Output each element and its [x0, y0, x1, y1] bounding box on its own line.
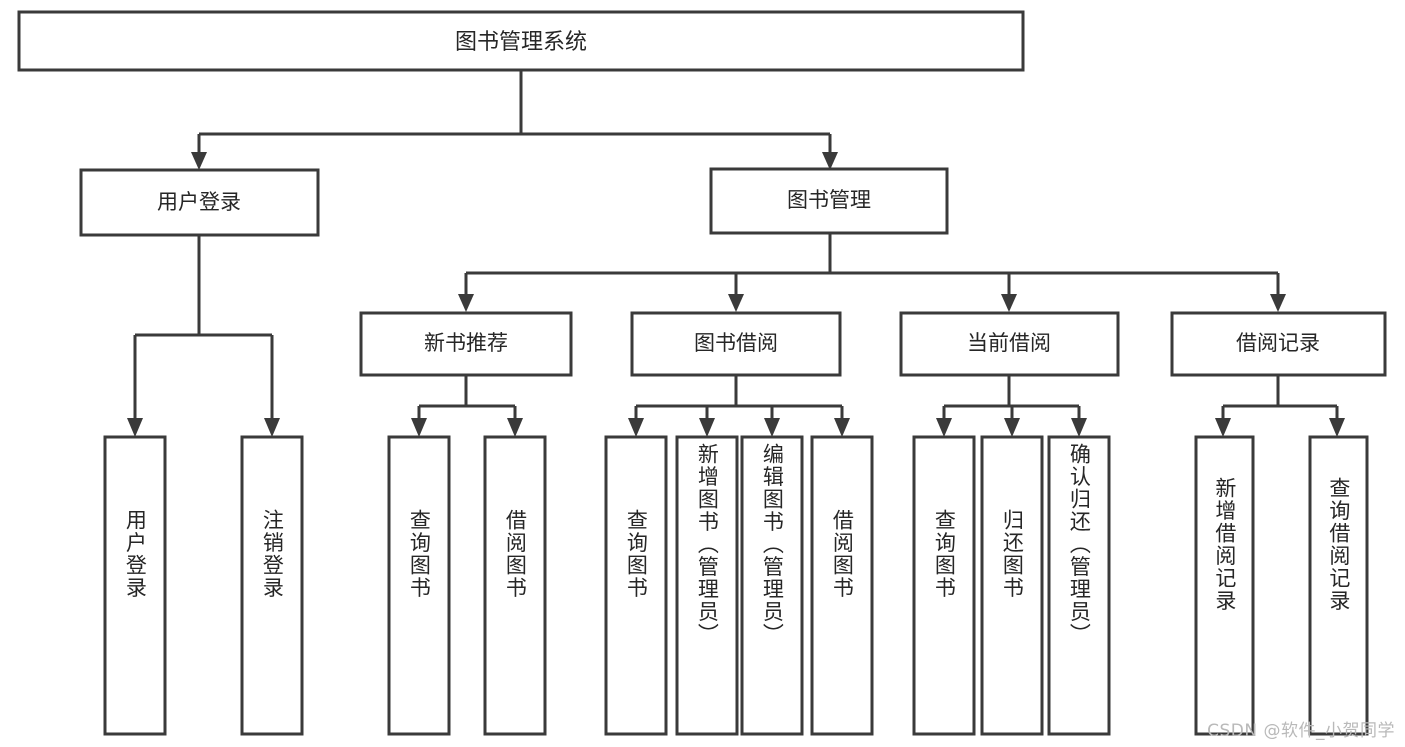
node-borrow-record-box[interactable] [1170, 311, 1387, 377]
arrow-leaf-user-logout [264, 418, 280, 437]
arrow-leaf-borrow-book-1 [507, 418, 523, 437]
arrow-leaf-edit-book [764, 418, 780, 437]
node-book-manage-box[interactable] [709, 167, 949, 235]
arrow-leaf-add-book [699, 418, 715, 437]
arrow-borrow-record [1270, 294, 1286, 312]
node-leaf-borrow-book-1-box[interactable] [483, 435, 547, 736]
node-leaf-query-book-1-box[interactable] [387, 435, 451, 736]
node-root-label: 图书管理系统 [455, 30, 587, 55]
arrow-leaf-confirm-return [1071, 418, 1087, 437]
node-current-borrow[interactable]: 当前借阅 [899, 311, 1120, 377]
node-leaf-confirm-return-box[interactable] [1047, 435, 1111, 736]
arrow-user-login [191, 152, 207, 170]
node-leaf-add-book-box[interactable] [675, 435, 739, 736]
node-user-login-box[interactable] [79, 168, 320, 237]
arrow-leaf-query-record [1329, 418, 1345, 437]
connector-group [127, 70, 1345, 437]
node-book-manage[interactable]: 图书管理 [709, 167, 949, 235]
node-current-borrow-label: 当前借阅 [967, 331, 1051, 355]
leaf-boxes [103, 435, 1369, 736]
node-root[interactable]: 图书管理系统 [17, 10, 1025, 72]
node-leaf-query-book-2-box[interactable] [604, 435, 668, 736]
arrow-leaf-query-book-3 [936, 418, 952, 437]
node-leaf-user-login-box[interactable] [103, 435, 167, 736]
arrow-leaf-borrow-book-2 [834, 418, 850, 437]
node-book-borrow-box[interactable] [630, 311, 842, 377]
arrow-book-manage [822, 152, 838, 170]
node-user-login-label: 用户登录 [157, 190, 241, 214]
node-user-login[interactable]: 用户登录 [79, 168, 320, 237]
node-borrow-record-label: 借阅记录 [1236, 331, 1320, 355]
node-book-borrow[interactable]: 图书借阅 [630, 311, 842, 377]
arrow-leaf-query-book-2 [628, 418, 644, 437]
arrow-current-borrow [1001, 294, 1017, 312]
arrow-leaf-add-record [1215, 418, 1231, 437]
csdn-watermark: CSDN @软件_小贺同学 [1207, 721, 1395, 741]
node-new-book-recommend[interactable]: 新书推荐 [359, 311, 573, 377]
arrow-leaf-query-book-1 [411, 418, 427, 437]
node-leaf-add-record-box[interactable] [1194, 435, 1255, 736]
node-book-borrow-label: 图书借阅 [694, 331, 778, 355]
node-new-book-recommend-box[interactable] [359, 311, 573, 377]
arrow-leaf-user-login [127, 418, 143, 437]
node-current-borrow-box[interactable] [899, 311, 1120, 377]
node-leaf-borrow-book-2-box[interactable] [810, 435, 874, 736]
node-leaf-edit-book-box[interactable] [740, 435, 804, 736]
node-new-book-recommend-label: 新书推荐 [424, 331, 508, 355]
arrow-leaf-return-book [1004, 418, 1020, 437]
node-book-manage-label: 图书管理 [787, 188, 871, 212]
node-root-box[interactable] [17, 10, 1025, 72]
node-leaf-query-record-box[interactable] [1308, 435, 1369, 736]
node-leaf-return-book-box[interactable] [980, 435, 1044, 736]
arrow-book-borrow [728, 294, 744, 312]
node-borrow-record[interactable]: 借阅记录 [1170, 311, 1387, 377]
node-leaf-query-book-3-box[interactable] [912, 435, 976, 736]
arrow-new-book-recommend [458, 294, 474, 312]
node-leaf-user-logout-box[interactable] [240, 435, 304, 736]
